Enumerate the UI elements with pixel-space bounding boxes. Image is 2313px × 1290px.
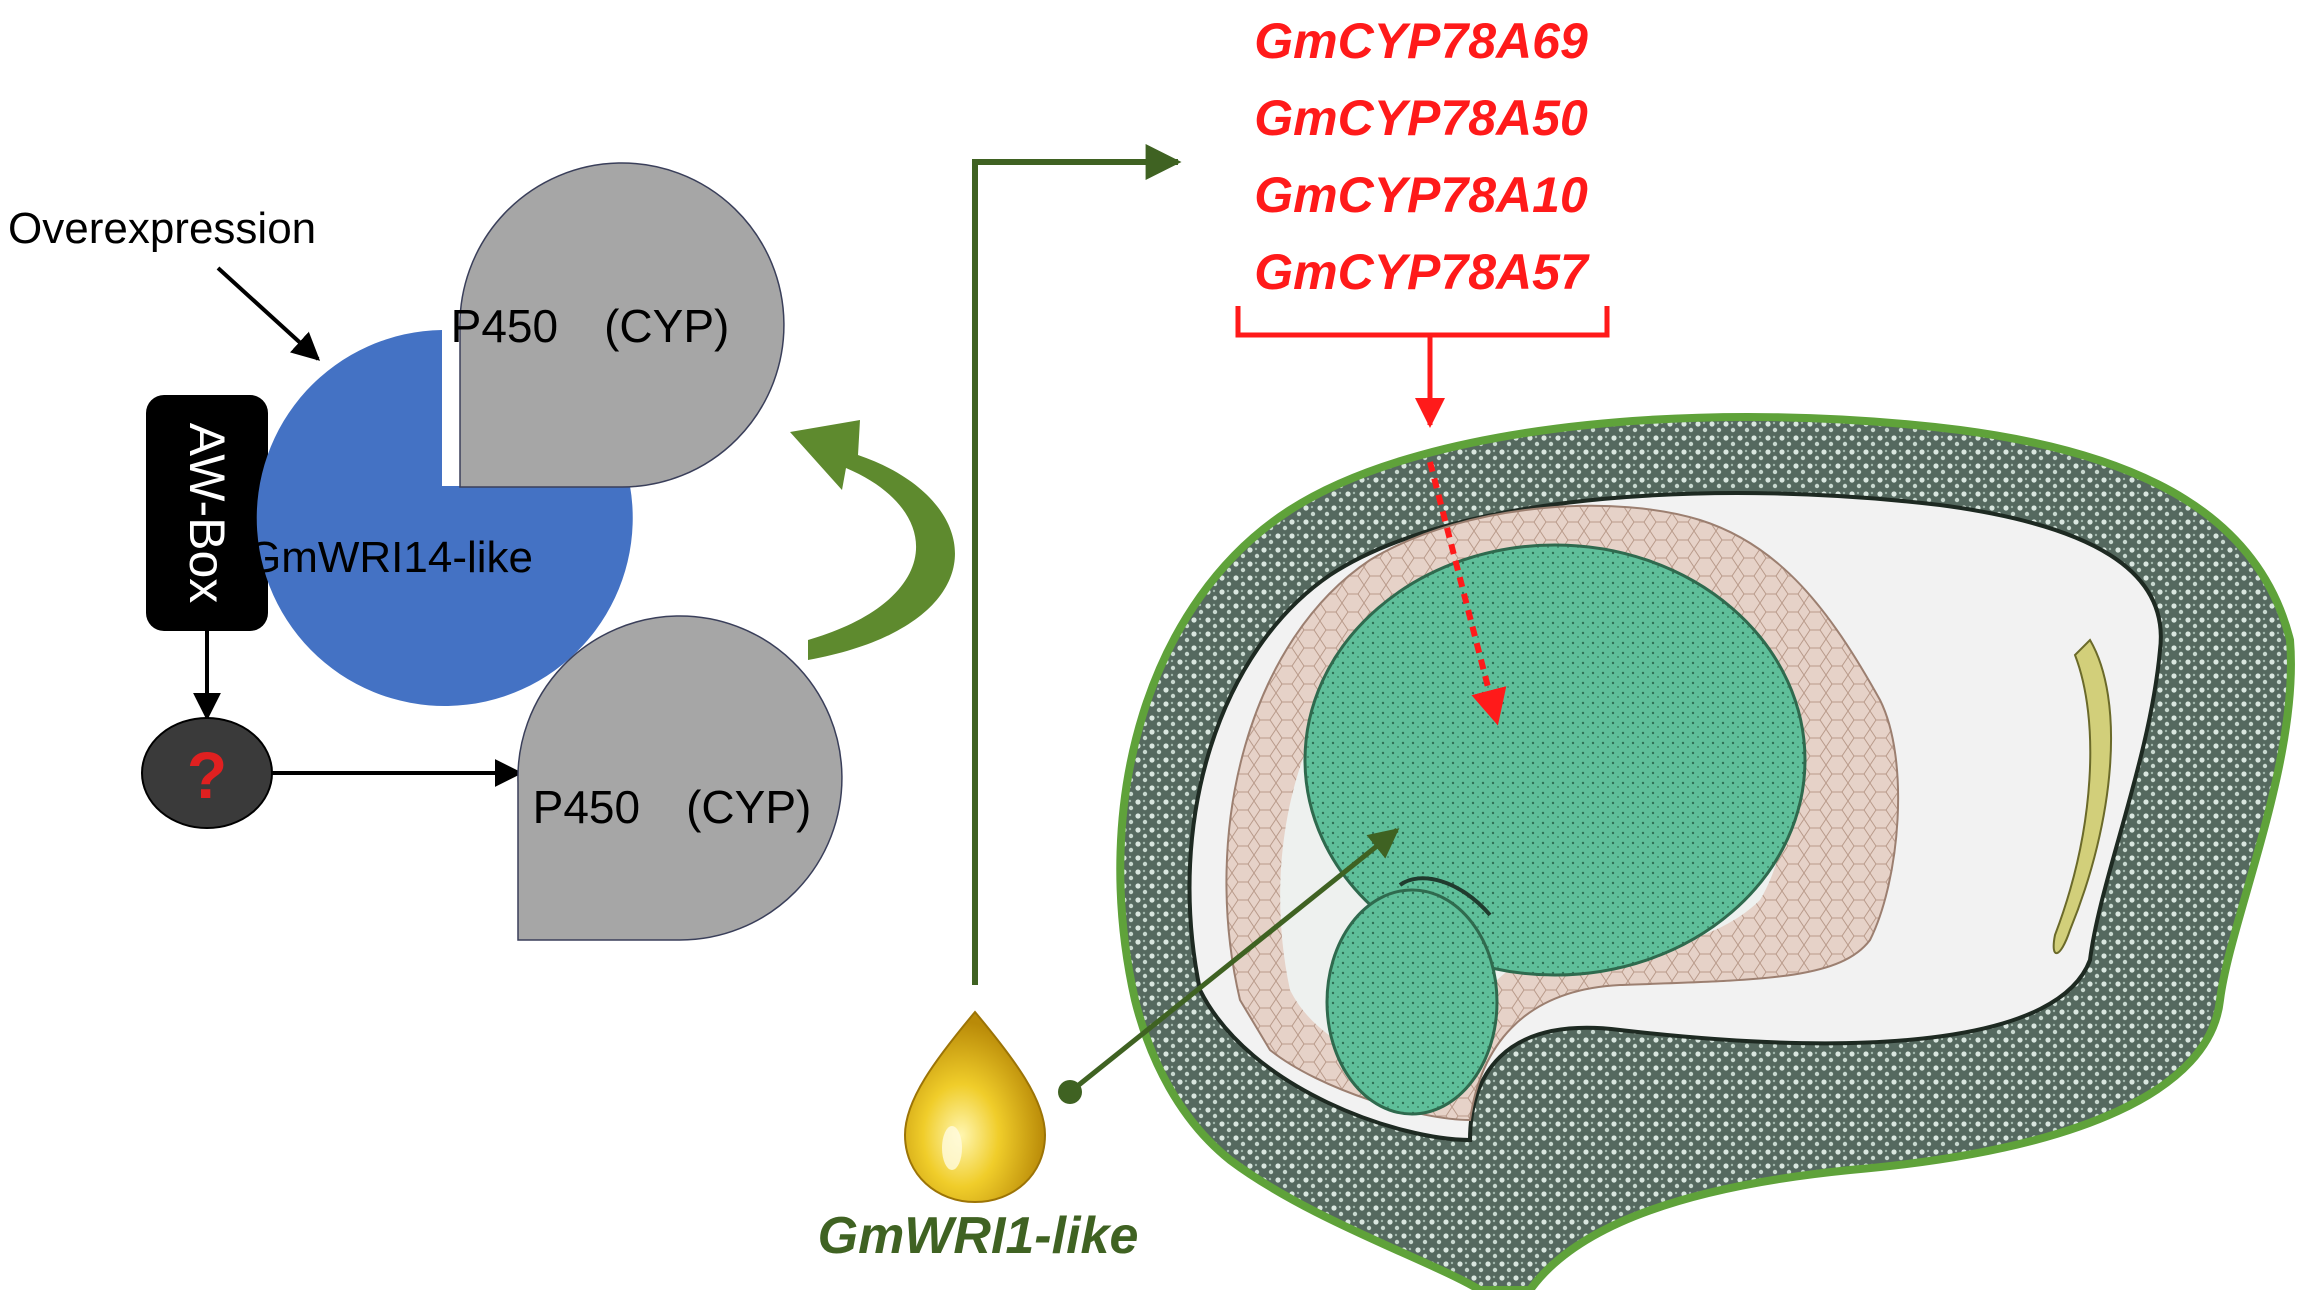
- p450-top-shape: [459, 162, 785, 488]
- aw-box-label: AW-Box: [179, 423, 235, 604]
- embryo-radicle: [1325, 888, 1499, 1116]
- gmwri14-like-protein: [256, 330, 633, 706]
- p450-top-label: P450 (CYP): [451, 300, 730, 352]
- cyp78a-gene-list: GmCYP78A69 GmCYP78A50 GmCYP78A10 GmCYP78…: [1254, 13, 1590, 300]
- p450-bottom-label: P450 (CYP): [533, 781, 812, 833]
- gene-label: GmCYP78A69: [1254, 13, 1588, 69]
- dotted-red-arrow: [1427, 461, 1507, 726]
- embryo-notch: [1398, 876, 1492, 917]
- gmwri1-to-embryo-arrow: [1068, 828, 1400, 1094]
- oil-drop-icon: [903, 1010, 1047, 1204]
- overexpression-arrow: [216, 266, 321, 361]
- gmwri1-regulation-line: [972, 144, 1182, 985]
- endosperm-strip: [2052, 638, 2113, 955]
- question-mark-icon: ?: [187, 738, 227, 812]
- gmwri1-like-label: GmWRI1-like: [818, 1207, 1139, 1265]
- cotyledon-large: [1303, 543, 1807, 977]
- gmwri14-like-label: GmWRI14-like: [247, 533, 533, 582]
- gene-label: GmCYP78A10: [1254, 167, 1588, 223]
- gene-bracket: [1235, 306, 1610, 338]
- aw-box: [146, 395, 268, 631]
- p450-feedback-curved-arrow: [790, 420, 955, 660]
- seed-cross-section: [1116, 413, 2295, 1290]
- gene-label: GmCYP78A50: [1254, 90, 1588, 146]
- gene-label: GmCYP78A57: [1254, 244, 1590, 300]
- p450-bottom-shape: [517, 615, 843, 941]
- gmwri1-arrow-origin-dot: [1058, 1080, 1082, 1104]
- overexpression-label: Overexpression: [8, 204, 316, 253]
